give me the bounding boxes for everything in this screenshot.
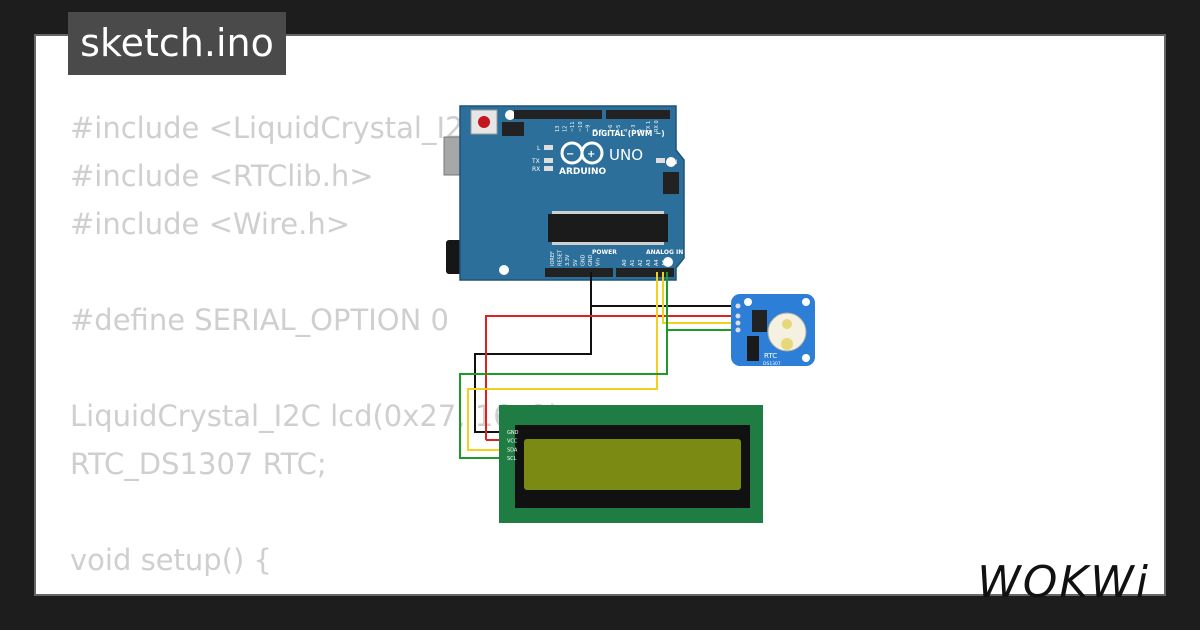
mount-hole	[744, 298, 752, 306]
mount-hole	[505, 110, 515, 120]
mount-hole	[499, 265, 509, 275]
atmega-chip	[548, 214, 668, 242]
pin-label: A0	[622, 259, 628, 266]
pin-label: ~3	[631, 125, 637, 132]
chip-pins	[552, 211, 664, 245]
wire-vcc-rtc	[485, 315, 738, 440]
pin-label: A3	[646, 259, 652, 266]
led-rx-label: RX	[532, 166, 540, 173]
led-l	[544, 145, 553, 150]
rtc-battery-holder	[767, 312, 807, 352]
pin-label: 8	[593, 129, 599, 132]
lcd-pin-labels: GND VCC SDA SCL	[507, 430, 519, 462]
pin-label: Vin	[596, 258, 602, 266]
pin-label: 12	[563, 126, 569, 132]
code-line: if (SERIAL_OPTION) Serial.begin(9600);	[70, 584, 653, 594]
rtc-pins	[735, 303, 741, 333]
wokwi-logo: WOKWi	[977, 557, 1150, 608]
file-tab[interactable]: sketch.ino	[68, 12, 286, 75]
digital-label: DIGITAL (PWM ~)	[592, 129, 665, 138]
svg-text:−: −	[566, 149, 574, 160]
reset-button-cap[interactable]	[478, 116, 490, 128]
led-on	[656, 158, 665, 163]
mount-hole	[666, 157, 676, 167]
code-line: RTC_DS1307 RTC;	[70, 447, 327, 481]
mount-hole	[802, 354, 810, 362]
lcd-pin-label: GND	[507, 430, 519, 436]
pin-label: ~11	[570, 121, 576, 132]
mount-hole	[663, 257, 673, 267]
pin-label: RX 0	[654, 120, 660, 132]
pin-label: 4	[623, 129, 629, 132]
pin-label: IOREF	[550, 251, 556, 266]
code-line: #define SERIAL_OPTION 0	[70, 303, 449, 337]
rtc-contact	[781, 338, 793, 350]
pin-label: ~9	[585, 125, 591, 132]
wire-scl-lcd	[459, 272, 668, 459]
power-label: POWER	[592, 249, 617, 256]
svg-text:+: +	[587, 149, 595, 160]
board-model: UNO	[609, 146, 643, 164]
rtc-label: RTC	[764, 352, 777, 360]
pin-label: RESET	[558, 249, 564, 266]
pin-label: ~5	[616, 125, 622, 132]
pin-label: 2	[639, 129, 645, 132]
wire-sda-rtc	[662, 272, 738, 324]
mount-hole	[802, 298, 810, 306]
pin-label: A4	[654, 259, 660, 266]
lcd-pin-label: VCC	[507, 439, 518, 445]
wire-sda-lcd	[467, 272, 658, 451]
code-line: void setup() {	[70, 543, 272, 577]
rtc-chip-label: DS1307	[763, 361, 781, 367]
pin-label: 13	[555, 126, 561, 132]
led-rx	[544, 166, 553, 171]
code-line: #include <Wire.h>	[70, 207, 351, 241]
icsp-header	[502, 122, 679, 194]
lcd-display[interactable]: GND VCC SDA SCL	[499, 405, 763, 523]
arduino-logo: − +	[560, 141, 604, 165]
led-on-label: ON	[668, 159, 677, 166]
digital-header	[514, 110, 670, 119]
pin-label: ~6	[608, 125, 614, 132]
rtc-module[interactable]: RTC DS1307	[731, 294, 815, 367]
pin-label: GND	[588, 254, 594, 266]
board-brand: ARDUINO	[559, 167, 607, 177]
pin-label: A5	[662, 259, 668, 266]
pin-label: 3.3V	[565, 254, 571, 266]
pin-label: 7	[601, 129, 607, 132]
pin-label: 5V	[573, 259, 579, 266]
lcd-pin-label: SCL	[507, 456, 517, 462]
rtc-contact	[782, 319, 792, 329]
lcd-screen	[524, 439, 741, 490]
pin-label: TX 1	[646, 121, 652, 133]
analog-label: ANALOG IN	[646, 249, 683, 256]
led-tx	[544, 158, 553, 163]
led-l-label: L	[537, 145, 541, 152]
led-tx-label: TX	[531, 158, 540, 165]
pin-label: ~10	[578, 121, 584, 132]
bottom-header	[545, 268, 674, 277]
pin-label: A1	[630, 259, 636, 266]
code-line: #include <RTClib.h>	[70, 159, 374, 193]
pin-label: GND	[580, 254, 586, 266]
rtc-chip	[752, 310, 767, 332]
pin-label: A2	[638, 259, 644, 266]
rtc-crystal	[747, 336, 759, 361]
wires	[459, 272, 738, 459]
lcd-pin-label: SDA	[507, 447, 518, 453]
